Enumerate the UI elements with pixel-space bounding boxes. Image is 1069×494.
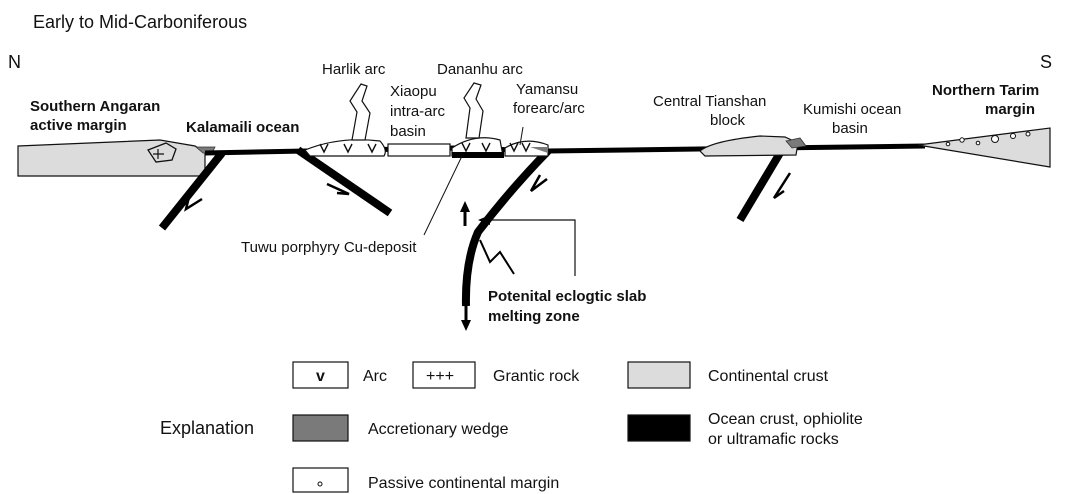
central-tianshan-block (700, 136, 798, 156)
label-kalamaili-ocean: Kalamaili ocean (186, 119, 299, 136)
legend-heading: Explanation (160, 418, 254, 438)
eclogite-down-arrowhead (461, 320, 471, 331)
label-xiaopu-3: basin (390, 123, 426, 140)
legend: v Arc +++ Grantic rock Continental crust… (160, 362, 863, 492)
legend-ocean-label-1: Ocean crust, ophiolite (708, 411, 863, 428)
legend-ocean-swatch (628, 415, 690, 441)
legend-granitic-symbol: +++ (426, 368, 454, 385)
legend-continental-swatch (628, 362, 690, 388)
melting-zigzag (480, 240, 514, 274)
label-harlik-arc: Harlik arc (322, 61, 386, 78)
legend-accretionary-swatch (293, 415, 348, 441)
label-yamansu-1: Yamansu (516, 81, 578, 98)
label-tuwu-deposit: Tuwu porphyry Cu-deposit (241, 239, 417, 256)
label-eclogite-2: melting zone (488, 308, 580, 325)
legend-arc-symbol: v (316, 368, 325, 385)
label-northern-tarim-1: Northern Tarim (932, 82, 1039, 99)
legend-passive-swatch (293, 468, 348, 492)
label-xiaopu-2: intra-arc (390, 103, 446, 120)
label-yamansu-2: forearc/arc (513, 100, 585, 117)
eclogite-up-arrowhead (460, 201, 470, 212)
legend-accretionary-label: Accretionary wedge (368, 421, 509, 438)
label-kumishi-1: Kumishi ocean (803, 101, 901, 118)
legend-arc-label: Arc (363, 368, 387, 385)
label-dananhu-arc: Dananhu arc (437, 61, 523, 78)
legend-passive-label: Passive continental margin (368, 475, 559, 492)
tuwu-leader-line (424, 156, 462, 235)
xiaopu-basin-fill (388, 144, 450, 156)
eclogite-leader-line (486, 220, 575, 276)
dananhu-volcano-plume (464, 83, 483, 138)
label-southern-angaran-1: Southern Angaran (30, 98, 160, 115)
dananhu-ocean-fill (452, 152, 504, 158)
label-kumishi-2: basin (832, 120, 868, 137)
north-label: N (8, 52, 21, 72)
label-xiaopu-1: Xiaopu (390, 83, 437, 100)
slab-arrow-1 (186, 193, 202, 209)
legend-granitic-label: Grantic rock (493, 368, 580, 385)
harlik-volcano-plume (350, 84, 370, 140)
label-central-tianshan-2: block (710, 112, 746, 129)
label-northern-tarim-2: margin (985, 101, 1035, 118)
slab-arrow-3 (531, 175, 547, 191)
diagram-title: Early to Mid-Carboniferous (33, 12, 247, 32)
slab-arrow-4 (774, 173, 790, 198)
legend-passive-dot (318, 482, 322, 486)
slab-kalamaili-south (298, 150, 390, 213)
label-eclogite-1: Potenital eclogtic slab (488, 288, 646, 305)
south-label: S (1040, 52, 1052, 72)
slab-yamansu (466, 151, 548, 306)
slab-kumishi (740, 148, 783, 220)
legend-ocean-label-2: or ultramafic rocks (708, 431, 839, 448)
legend-continental-label: Continental crust (708, 368, 829, 385)
angaran-continental-block (18, 140, 205, 176)
label-southern-angaran-2: active margin (30, 117, 127, 134)
label-central-tianshan-1: Central Tianshan (653, 93, 766, 110)
